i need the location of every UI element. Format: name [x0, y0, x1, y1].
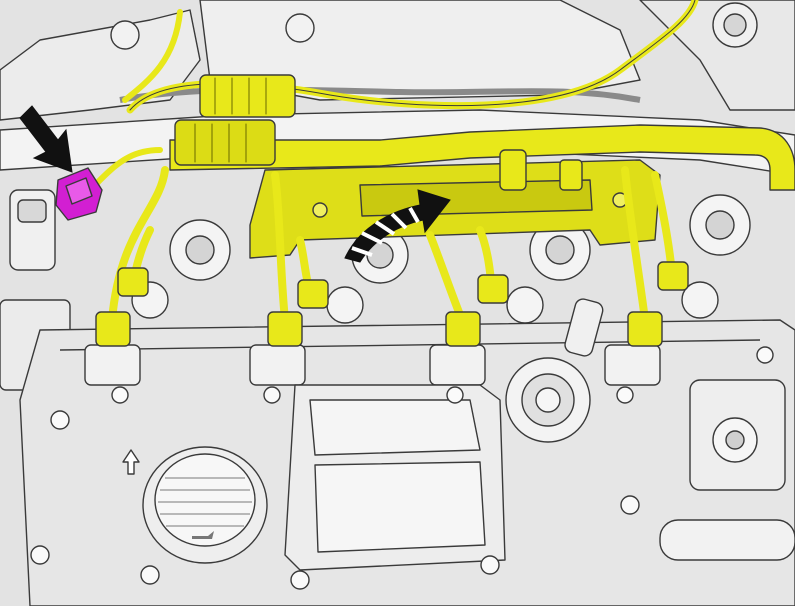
bolt — [50, 410, 70, 430]
injector-connector-3 — [445, 311, 481, 347]
electrical-connector-latch — [65, 177, 93, 205]
oil-can-icon — [192, 531, 214, 539]
branch-injector-4 — [621, 166, 649, 324]
oil-cap-ribs — [158, 477, 252, 527]
bolt — [111, 386, 129, 404]
boss-7 — [506, 286, 544, 324]
bolt — [620, 495, 640, 515]
injector-connector-3b — [477, 274, 509, 304]
bracket-bolt-1 — [312, 202, 328, 218]
bolt — [30, 545, 50, 565]
injector-connector-1 — [95, 311, 131, 347]
injector-connector-1b — [117, 267, 149, 297]
boss-1-inner — [185, 235, 215, 265]
right-bracket-bolt — [725, 430, 745, 450]
bolt — [140, 565, 160, 585]
bolt — [446, 386, 464, 404]
injector-connector-4b — [657, 261, 689, 291]
injector-connector-2b — [297, 279, 329, 309]
pcv-neck — [564, 298, 604, 357]
harness-main-trunk — [169, 124, 795, 191]
bolt — [263, 386, 281, 404]
bolt — [480, 555, 500, 575]
injector-well-2 — [249, 344, 306, 386]
cover-plate-lower — [314, 461, 486, 553]
injector-well-3 — [429, 344, 486, 386]
connector-ribs — [194, 77, 267, 163]
harness-clip — [499, 149, 527, 191]
boss-6 — [326, 286, 364, 324]
oil-filler-cap — [154, 453, 256, 547]
sensor-lead-wire — [92, 147, 163, 188]
lower-right-pipe — [659, 519, 795, 561]
injector-connectors — [95, 149, 689, 347]
left-sensor-cap — [17, 199, 47, 223]
boss-3-inner — [545, 235, 575, 265]
injector-wells — [84, 344, 661, 386]
injector-well-4 — [604, 344, 661, 386]
boss-8 — [681, 281, 719, 319]
bolt — [756, 346, 774, 364]
branch-injector-3 — [426, 231, 466, 324]
harness-clip — [559, 159, 583, 191]
branch-injector-1 — [108, 166, 169, 324]
up-arrow-icon — [122, 449, 140, 475]
top-center-boss — [285, 13, 315, 43]
injector-connector-4 — [627, 311, 663, 347]
injector-connector-2 — [267, 311, 303, 347]
top-right-boss-inner — [723, 13, 747, 37]
curved-arrow-body — [344, 189, 451, 263]
top-left-boss — [110, 20, 140, 50]
bolt — [616, 386, 634, 404]
cover-plate-pad — [309, 399, 481, 456]
black-arrow-icon — [19, 105, 73, 173]
pcv-housing-center — [535, 387, 561, 413]
curved-striped-arrow-icon — [344, 189, 451, 263]
harness-bracket-slot — [359, 179, 593, 217]
bolt — [290, 570, 310, 590]
harness-top-left-wire — [122, 9, 183, 103]
curved-arrow-stripes — [351, 207, 420, 257]
wiring-harness — [92, 0, 795, 347]
harness-connector-block-2 — [174, 119, 276, 166]
branch-injector-2 — [271, 171, 289, 324]
boss-4-inner — [705, 210, 735, 240]
injector-well-1 — [84, 344, 141, 386]
electrical-connector — [55, 167, 103, 221]
harness-connector-block-1 — [199, 74, 296, 118]
